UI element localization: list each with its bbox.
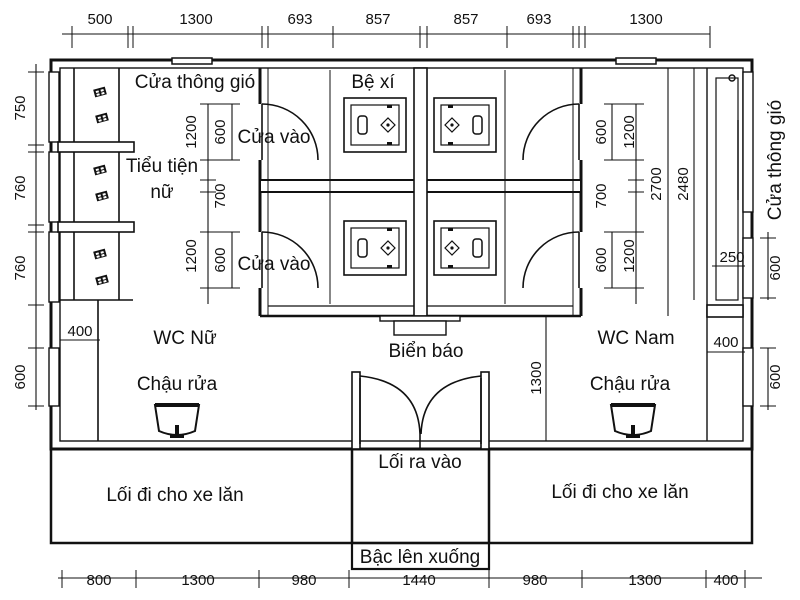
dim-top: 500 xyxy=(87,11,112,28)
dim-stall-right: 600 xyxy=(593,247,610,272)
dim-bottom: 800 xyxy=(86,572,111,589)
dim-left: 760 xyxy=(12,175,29,200)
urinal-icon xyxy=(93,86,109,286)
dim-entrance-depth: 1300 xyxy=(528,361,545,394)
male-area-fixtures xyxy=(706,68,744,441)
side-windows-right xyxy=(742,71,754,407)
urinal-partitions xyxy=(57,68,135,441)
dim-bottom: 980 xyxy=(291,572,316,589)
door-top-label: Cửa vào xyxy=(238,127,311,148)
steps-label: Bậc lên xuống xyxy=(360,547,480,568)
sink-right-label: Chậu rửa xyxy=(590,374,671,395)
urinal-female-label-line2: nữ xyxy=(150,182,174,203)
dim-bottom: 980 xyxy=(522,572,547,589)
dim-bottom: 1440 xyxy=(402,572,435,589)
dim-stall-right: 600 xyxy=(593,119,610,144)
vent-window-left-label: Cửa thông gió xyxy=(135,72,255,93)
dim-top: 857 xyxy=(365,11,390,28)
dim-top: 693 xyxy=(287,11,312,28)
dim-right-inner: 250 xyxy=(719,249,744,266)
sign-board xyxy=(379,315,461,336)
dim-stall-right: 1200 xyxy=(621,239,638,272)
sink-left-label: Chậu rửa xyxy=(137,374,218,395)
dimension-values: 500 1300 693 857 857 693 1300 800 1300 9… xyxy=(12,11,784,589)
wheelchair-left-label: Lối đi cho xe lăn xyxy=(106,485,243,506)
dim-bottom: 400 xyxy=(713,572,738,589)
toilet-label: Bệ xí xyxy=(351,72,395,93)
wheelchair-right-label: Lối đi cho xe lăn xyxy=(551,482,688,503)
dim-left: 600 xyxy=(12,364,29,389)
vent-window-top-right xyxy=(615,57,657,65)
dim-bottom: 1300 xyxy=(628,572,661,589)
door-swing-icon xyxy=(261,103,580,289)
wash-basin-icon xyxy=(154,402,656,439)
dim-top: 693 xyxy=(526,11,551,28)
dim-left: 760 xyxy=(12,255,29,280)
dim-right-outer: 600 xyxy=(767,364,784,389)
dim-right-inner: 400 xyxy=(713,334,738,351)
dim-top: 1300 xyxy=(629,11,662,28)
dim-top: 857 xyxy=(453,11,478,28)
dim-stall-left: 600 xyxy=(212,119,229,144)
door-bottom-label: Cửa vào xyxy=(238,254,311,275)
dim-stall-left: 1200 xyxy=(183,115,200,148)
stall-block-walls xyxy=(258,67,583,318)
side-windows-left xyxy=(48,71,60,407)
dim-stall-left: 600 xyxy=(212,247,229,272)
dim-left: 750 xyxy=(12,95,29,120)
urinal-female-label-line1: Tiểu tiện xyxy=(126,156,198,177)
wc-male-label: WC Nam xyxy=(597,328,674,349)
wc-female-label: WC Nữ xyxy=(153,328,217,349)
dim-overall-right: 2700 xyxy=(648,167,665,200)
dim-stall-right: 1200 xyxy=(621,115,638,148)
dim-top: 1300 xyxy=(179,11,212,28)
dim-left-inner: 400 xyxy=(67,323,92,340)
dim-bottom: 1300 xyxy=(181,572,214,589)
dimension-lines xyxy=(28,26,776,588)
dim-right-outer: 600 xyxy=(767,255,784,280)
dim-stall-left: 1200 xyxy=(183,239,200,272)
dim-stall-left: 700 xyxy=(212,183,229,208)
dim-stall-right: 700 xyxy=(593,183,610,208)
entrance-doors xyxy=(351,371,490,450)
entrance-label: Lối ra vào xyxy=(378,452,461,473)
vent-window-right-label: Cửa thông gió xyxy=(765,100,786,220)
vent-window-top-left xyxy=(171,57,213,65)
sign-label: Biển báo xyxy=(388,341,463,362)
room-labels: Cửa thông gió Bệ xí Cửa vào Cửa vào Tiểu… xyxy=(106,72,786,568)
dim-overall-right: 2480 xyxy=(675,167,692,200)
